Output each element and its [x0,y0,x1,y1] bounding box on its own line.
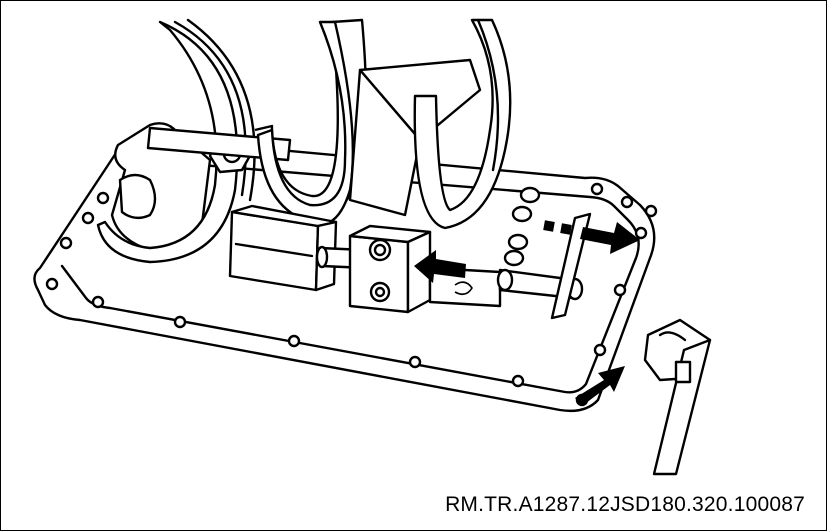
arrow-left-icon [414,250,466,283]
arrow-pan-edge-icon [575,366,625,406]
slide-block-left [228,204,338,292]
detent-slot [550,212,592,320]
valve-block [348,224,432,314]
slide-block-right [428,266,502,308]
pan-bolt-holes [45,182,658,407]
shaft-rod [146,126,292,162]
hex-socket-wrench [643,318,712,476]
figure-reference-code: RM.TR.A1287.12JSD180.320.100087 [445,493,805,516]
left-housing [110,122,212,252]
small-cylinders [503,186,541,267]
dashed-arrow-right-icon [543,220,640,254]
right-ring [413,18,512,230]
